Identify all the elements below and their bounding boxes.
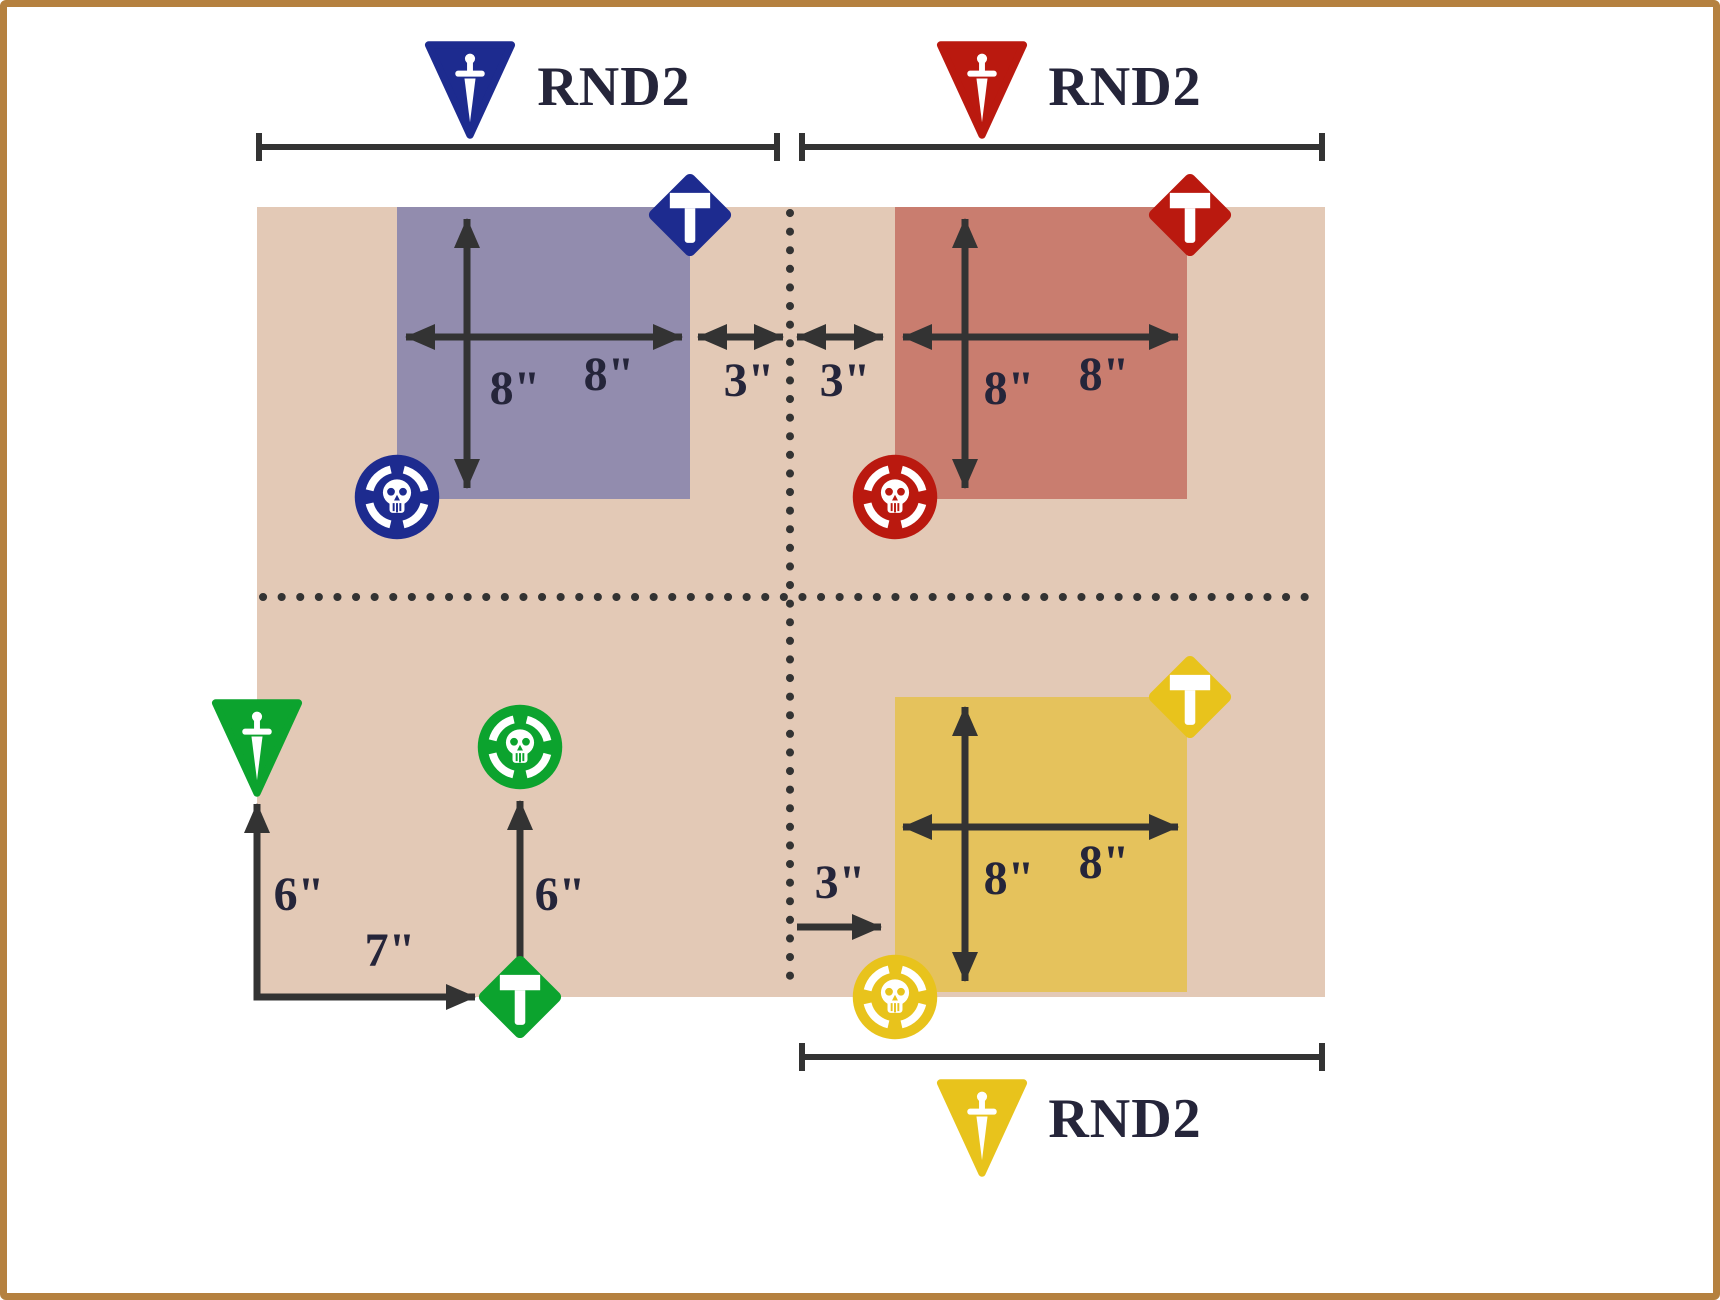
measure-label-red-gap: 3" bbox=[819, 354, 871, 407]
measure-label-yellow-gap: 3" bbox=[814, 856, 866, 909]
objective-marker-blue-skull bbox=[353, 453, 441, 541]
objective-marker-green-skull bbox=[476, 703, 564, 791]
rnd2-label-yellow: RND2 bbox=[1048, 1088, 1202, 1150]
measure-label-yellow-vertical: 8" bbox=[983, 852, 1035, 905]
rnd-marker-green-triangle bbox=[211, 699, 303, 797]
measure-label-red-horizontal: 8" bbox=[1078, 348, 1130, 401]
hammer-marker-yellow-diamond bbox=[1148, 655, 1232, 739]
rnd2-marker-yellow-triangle bbox=[936, 1079, 1028, 1177]
bracket-red-rnd2 bbox=[799, 133, 1325, 161]
arrows-overlay bbox=[244, 133, 1325, 1071]
measure-label-yellow-horizontal: 8" bbox=[1078, 836, 1130, 889]
bracket-yellow-rnd2 bbox=[799, 1043, 1325, 1071]
rnd2-marker-red-triangle bbox=[936, 41, 1028, 139]
rnd2-label-red: RND2 bbox=[1048, 56, 1202, 118]
rnd2-label-blue: RND2 bbox=[537, 56, 691, 118]
deployment-zone-yellow bbox=[895, 697, 1187, 992]
measure-label-green-middle: 6" bbox=[534, 868, 586, 921]
arrow-green-corner-6in-7in bbox=[244, 803, 476, 1010]
measure-label-blue-vertical: 8" bbox=[489, 362, 541, 415]
deployment-zone-blue bbox=[397, 207, 690, 499]
measure-label-green-left: 6" bbox=[273, 868, 325, 921]
deployment-zone-red bbox=[895, 207, 1187, 499]
rnd2-marker-blue-triangle bbox=[424, 41, 516, 139]
objective-marker-yellow-skull bbox=[851, 953, 939, 1041]
objective-marker-red-skull bbox=[851, 453, 939, 541]
measure-label-blue-gap: 3" bbox=[723, 354, 775, 407]
bracket-blue-rnd2 bbox=[256, 133, 780, 161]
measure-label-red-vertical: 8" bbox=[983, 362, 1035, 415]
hammer-marker-blue-diamond bbox=[648, 173, 732, 257]
hammer-marker-green-diamond bbox=[478, 955, 562, 1039]
measure-label-blue-horizontal: 8" bbox=[583, 348, 635, 401]
hammer-marker-red-diamond bbox=[1148, 173, 1232, 257]
measure-label-green-bottom: 7" bbox=[364, 924, 416, 977]
